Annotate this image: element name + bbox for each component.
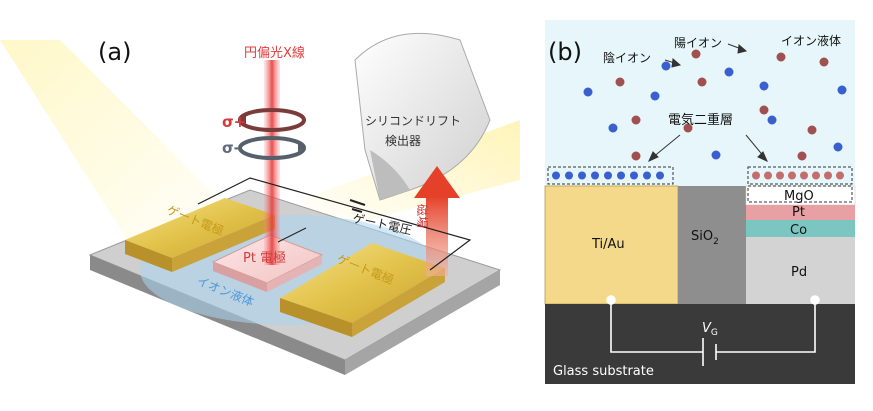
sigma-minus-label: σ- bbox=[222, 139, 240, 157]
magnetic-field-label: 磁場 bbox=[415, 204, 430, 228]
detector-label-line2: 検出器 bbox=[385, 134, 421, 148]
gate-electrode-right bbox=[280, 243, 445, 337]
anion-dot bbox=[724, 67, 734, 77]
anion-dot bbox=[833, 142, 843, 152]
detector-label-line1: シリコンドリフト bbox=[365, 114, 461, 128]
panel-a: (a) 円偏光X線 σ+ σ- シリコンドリフト 検出器 ゲート電極 ゲート電圧… bbox=[0, 32, 520, 375]
double-layer-left bbox=[547, 166, 674, 185]
sio2-label: SiO2 bbox=[691, 229, 719, 247]
panel-b-label: (b) bbox=[548, 38, 582, 66]
annotation-arrows bbox=[648, 43, 768, 162]
pd-layer bbox=[746, 237, 855, 304]
cation-dot bbox=[819, 57, 829, 67]
cation-dot bbox=[683, 123, 693, 133]
cation-dot bbox=[759, 105, 769, 115]
cation-dot bbox=[631, 115, 641, 125]
ionic-liquid-label-b: イオン液体 bbox=[781, 33, 841, 48]
xray-beam bbox=[264, 60, 280, 265]
anion-dot bbox=[759, 81, 769, 91]
sigma-minus-rotation-icon bbox=[238, 136, 306, 160]
cation-dot bbox=[797, 151, 807, 161]
anion-label: 陰イオン bbox=[603, 51, 651, 65]
gate-voltage-circuit bbox=[606, 295, 820, 366]
ti-au-label: Ti/Au bbox=[591, 237, 625, 252]
cation-dot bbox=[615, 77, 625, 87]
silicon-drift-detector-icon bbox=[354, 32, 491, 201]
pt-leader-line bbox=[277, 227, 307, 243]
xray-label: 円偏光X線 bbox=[244, 45, 305, 61]
glass-substrate bbox=[545, 304, 855, 384]
anion-dot bbox=[767, 115, 777, 125]
cation-dot bbox=[631, 151, 641, 161]
cation-dot bbox=[807, 125, 817, 135]
cation-dot bbox=[691, 49, 701, 59]
double-layer-right bbox=[747, 166, 853, 203]
gate-electrode-left bbox=[125, 198, 275, 272]
anion-dot bbox=[661, 61, 671, 71]
light-glow-left bbox=[0, 40, 250, 260]
magnetic-field-arrow-icon bbox=[414, 166, 460, 276]
anion-dot bbox=[837, 85, 847, 95]
anion-dot bbox=[650, 91, 660, 101]
cation-dot bbox=[697, 77, 707, 87]
anion-dot bbox=[608, 123, 618, 133]
pt-label: Pt bbox=[792, 205, 805, 220]
mgo-label: MgO bbox=[784, 189, 814, 204]
sigma-plus-label: σ+ bbox=[222, 113, 246, 131]
sigma-plus-rotation-icon bbox=[238, 108, 306, 132]
anion-dot bbox=[711, 150, 721, 160]
vg-label: VG bbox=[702, 321, 718, 338]
pt-layer bbox=[746, 205, 855, 220]
ti-au-layer bbox=[544, 185, 679, 305]
double-layer-label: 電気二重層 bbox=[668, 112, 733, 128]
anion-dot bbox=[583, 87, 593, 97]
glass-substrate-label: Glass substrate bbox=[553, 364, 654, 379]
pt-electrode-label: Pt 電極 bbox=[243, 250, 286, 266]
cation-dot bbox=[776, 52, 786, 62]
co-layer bbox=[746, 220, 855, 237]
sio2-layer bbox=[678, 186, 746, 304]
co-label: Co bbox=[790, 223, 807, 238]
cation-label: 陽イオン bbox=[674, 36, 722, 50]
pd-label: Pd bbox=[791, 265, 807, 280]
panel-a-label: (a) bbox=[98, 38, 131, 66]
panel-b: (b) 陰イオン 陽イオン イオン液体 電気二重層 Ti/Au SiO2 MgO… bbox=[544, 20, 856, 384]
gate-voltage-wire bbox=[197, 177, 472, 271]
ion-particles bbox=[583, 49, 847, 161]
